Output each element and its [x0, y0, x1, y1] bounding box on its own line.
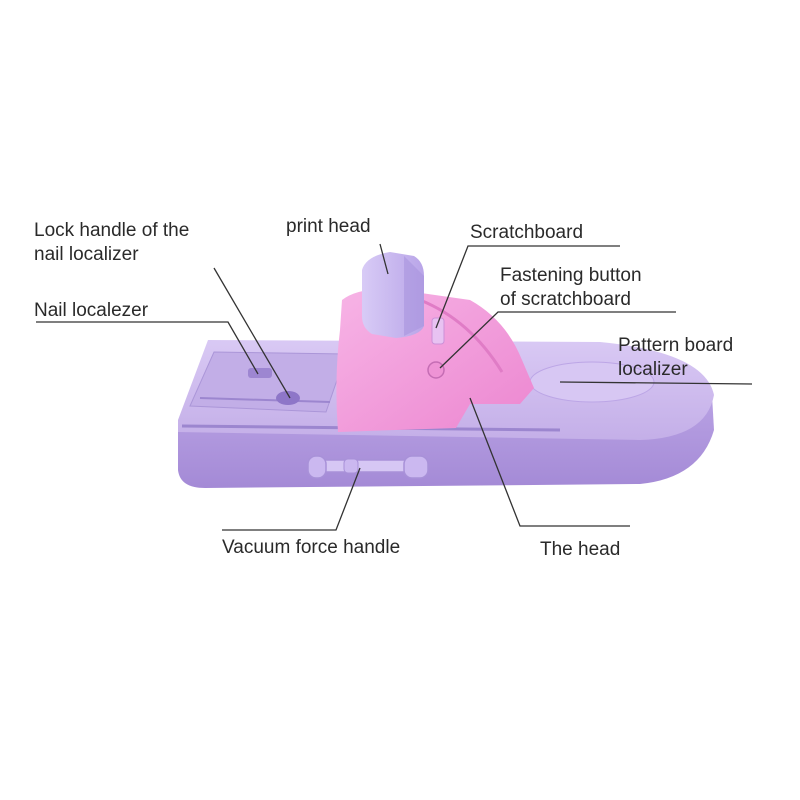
pink-head-ridge [419, 298, 504, 373]
label-scratchboard-text: Scratchboard [470, 222, 584, 243]
leader-nail-localizer [36, 321, 259, 375]
leader-pattern-board [559, 381, 753, 385]
leader-vacuum-handle [222, 467, 361, 531]
label-scratchboard: Scratchboard [470, 221, 583, 245]
label-fastening-button-line1: Fastening button [500, 265, 642, 286]
label-lock-handle: Lock handle of the nail localizer [34, 219, 189, 267]
label-pattern-board-localizer: Pattern board localizer [618, 334, 733, 382]
label-nail-localizer: Nail localezer [34, 299, 148, 323]
leader-fastening-button [439, 311, 676, 369]
scratchboard-slot [431, 317, 445, 345]
label-print-head-text: print head [286, 216, 371, 237]
leader-the-head [469, 397, 630, 527]
vacuum-handle-right-cap [403, 455, 429, 479]
label-nail-localizer-text: Nail localezer [34, 300, 149, 321]
label-pattern-board-localizer-line1: Pattern board [618, 335, 734, 356]
leader-print-head [379, 243, 389, 275]
label-the-head-text: The head [540, 539, 621, 560]
rail-line [199, 397, 331, 403]
vacuum-handle-left-cap [307, 455, 327, 479]
label-vacuum-force-handle-text: Vacuum force handle [222, 537, 401, 558]
label-lock-handle-line1: Lock handle of the [34, 220, 190, 241]
fastening-button [427, 361, 445, 379]
label-fastening-button-line2: of scratchboard [500, 289, 631, 310]
leader-lines [36, 243, 753, 531]
label-print-head: print head [286, 215, 371, 239]
nail-localizer-slot [248, 368, 272, 378]
print-head-shading [404, 256, 424, 336]
leader-lock-handle [213, 267, 291, 399]
label-lock-handle-line2: nail localizer [34, 244, 139, 265]
vacuum-handle-mid-cap [343, 458, 359, 474]
label-fastening-button: Fastening button of scratchboard [500, 264, 642, 312]
label-vacuum-force-handle: Vacuum force handle [222, 536, 400, 560]
label-pattern-board-localizer-line2: localizer [618, 359, 688, 380]
lock-handle-knob [276, 391, 300, 405]
label-the-head: The head [540, 538, 620, 562]
leader-scratchboard [435, 245, 620, 329]
